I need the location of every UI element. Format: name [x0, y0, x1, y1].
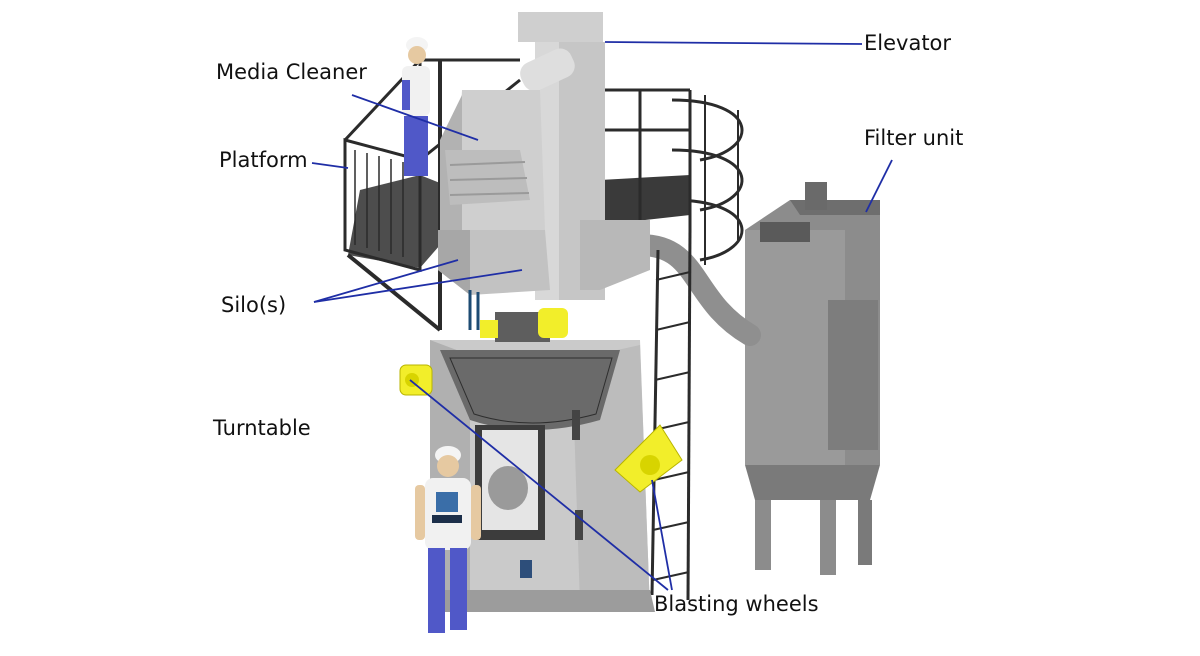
leader-silo-2	[313, 269, 523, 303]
label-elevator: Elevator	[864, 31, 952, 55]
media-cleaner	[440, 90, 545, 230]
workpiece	[488, 466, 528, 510]
blasting-wheel-right	[614, 424, 683, 493]
worker-figure	[415, 446, 481, 633]
filter-door	[828, 300, 878, 450]
label-media-cleaner: Media Cleaner	[216, 60, 367, 84]
leader-blasting-2	[651, 479, 673, 591]
label-silos: Silo(s)	[221, 293, 287, 317]
label-platform: Platform	[219, 148, 308, 172]
elevator-head	[518, 12, 603, 42]
filter-unit	[745, 182, 880, 575]
elevator-pipe	[520, 48, 575, 92]
leader-elevator	[604, 41, 863, 45]
worker-figure	[402, 37, 430, 176]
leader-silo-1	[313, 259, 459, 303]
filter-hopper	[745, 465, 880, 500]
duct	[629, 234, 761, 346]
ladder	[650, 95, 744, 601]
leader-platform	[311, 162, 349, 169]
label-turntable: Turntable	[213, 416, 311, 440]
filter-leg	[820, 500, 836, 575]
filter-leg	[755, 500, 771, 570]
label-blasting-wheels: Blasting wheels	[654, 592, 819, 616]
filter-leg	[858, 500, 872, 565]
label-filter-unit: Filter unit	[864, 126, 964, 150]
turntable-cabinet	[430, 308, 655, 612]
blasting-wheel-left	[399, 364, 433, 396]
filter-top	[790, 200, 880, 215]
leader-blasting-1	[409, 379, 669, 591]
leader-filter-unit	[865, 159, 893, 213]
leader-media-cleaner	[351, 94, 479, 141]
leader-lines	[311, 41, 893, 591]
filter-vent	[760, 222, 810, 242]
filter-motor	[805, 182, 827, 210]
